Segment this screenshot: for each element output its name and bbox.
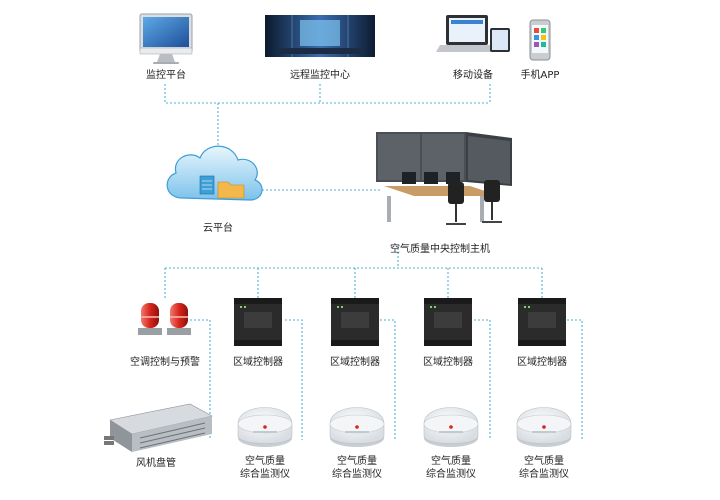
laptop-tablet-icon [436,15,510,52]
zone4-to-monitor-line [567,319,583,440]
air-quality-monitor-icon-1 [237,407,293,447]
mobile-devices-label: 移动设备 [453,68,493,81]
zone2-to-monitor-line [380,319,396,440]
top-bus-line [164,84,490,104]
mobile-app-label: 手机APP [521,68,560,81]
fan-coil-label: 风机盘管 [136,456,176,469]
zone3-to-monitor-line [474,319,491,440]
zone-controller-3-label: 区域控制器 [423,355,473,368]
alarm-light-icon [138,303,191,335]
host-to-controllers-bus [165,248,542,269]
imac-monitor-icon [139,13,193,64]
zone-controller-icon-4 [518,298,566,346]
aq-monitor-2-line1: 空气质量 [337,454,377,467]
aq-monitor-4-line2: 综合监测仪 [519,467,569,480]
aq-monitor-4-line1: 空气质量 [524,454,564,467]
aq-monitor-3-line1: 空气质量 [431,454,471,467]
ac-alarm-label: 空调控制与预警 [130,355,200,368]
fan-coil-unit-icon [104,403,213,452]
aq-monitor-2-line2: 综合监测仪 [332,467,382,480]
central-host-label: 空气质量中央控制主机 [390,242,490,255]
zone-controller-icon-1 [234,298,282,346]
cloud-platform-label: 云平台 [203,221,233,234]
monitor-platform-label: 监控平台 [146,68,186,81]
cloud-icon [166,145,263,201]
air-quality-monitor-icon-4 [516,407,572,447]
video-wall-icon [265,15,375,57]
aq-monitor-1-line1: 空气质量 [245,454,285,467]
zone-controller-icon-3 [424,298,472,346]
connector-lines [164,84,583,440]
alarm-to-fan-line [190,319,211,440]
air-quality-monitor-icon-3 [423,407,479,447]
aq-monitor-1-line2: 综合监测仪 [240,467,290,480]
zone-controller-4-label: 区域控制器 [517,355,567,368]
zone-controller-icon-2 [331,298,379,346]
smartphone-icon [529,19,551,61]
air-quality-monitor-icon-2 [329,407,385,447]
zone-controller-1-label: 区域控制器 [233,355,283,368]
zone-controller-2-label: 区域控制器 [330,355,380,368]
remote-center-label: 远程监控中心 [290,68,350,81]
zone1-to-monitor-line [285,319,303,440]
control-room-icon [376,132,512,225]
aq-monitor-3-line2: 综合监测仪 [426,467,476,480]
